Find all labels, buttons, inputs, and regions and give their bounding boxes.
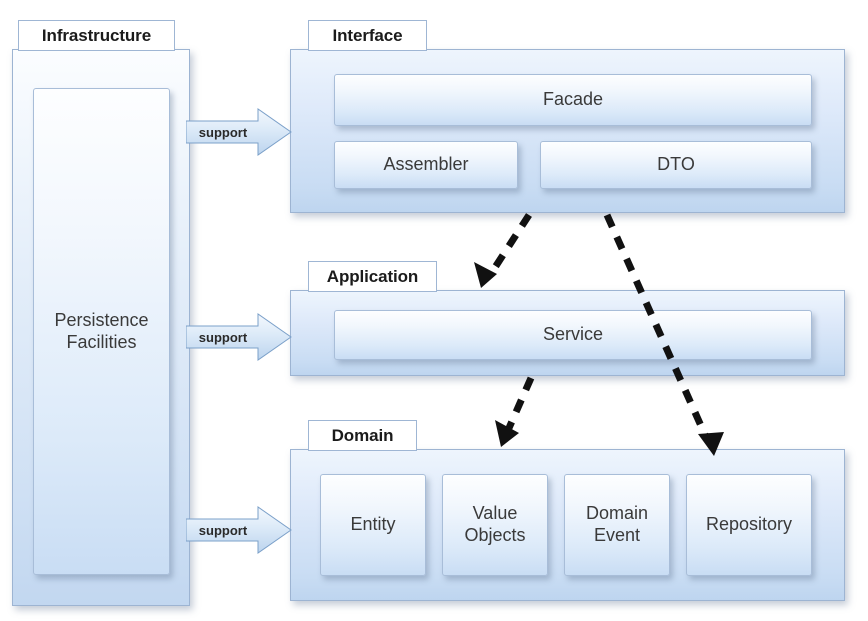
layer-tab-infrastructure[interactable]: Infrastructure <box>18 20 175 51</box>
component-dto[interactable]: DTO <box>540 141 812 189</box>
layer-tab-application[interactable]: Application <box>308 261 437 292</box>
component-value-objects-line-1: Value <box>472 503 518 524</box>
component-facade-label: Facade <box>542 89 604 110</box>
component-value-objects-line-2: Objects <box>464 525 526 545</box>
component-value-objects[interactable]: Value Objects <box>442 474 548 576</box>
support-arrow-application-icon <box>185 313 292 361</box>
component-dto-label: DTO <box>657 154 695 175</box>
component-persistence-facilities[interactable]: Persistence Facilities <box>33 88 170 575</box>
component-domain-event-line-2: Event <box>593 525 641 545</box>
component-service-label: Service <box>542 324 604 345</box>
support-arrow-domain[interactable]: support <box>185 506 292 554</box>
support-arrow-application[interactable]: support <box>185 313 292 361</box>
component-entity-label: Entity <box>350 514 396 535</box>
dep-arrow-application-domain <box>495 376 535 447</box>
component-assembler[interactable]: Assembler <box>334 141 518 189</box>
component-facade[interactable]: Facade <box>334 74 812 126</box>
dep-arrow-interface-application <box>474 213 532 288</box>
layer-tab-domain[interactable]: Domain <box>308 420 417 451</box>
component-persistence-facilities-line-2: Facilities <box>66 331 137 352</box>
layer-tab-interface-label: Interface <box>332 26 403 45</box>
component-assembler-label: Assembler <box>383 154 469 175</box>
component-repository[interactable]: Repository <box>686 474 812 576</box>
support-arrow-interface-icon <box>185 108 292 156</box>
component-domain-event[interactable]: Domain Event <box>564 474 670 576</box>
component-entity[interactable]: Entity <box>320 474 426 576</box>
layer-tab-infrastructure-label: Infrastructure <box>41 26 152 45</box>
component-domain-event-line-1: Domain <box>585 503 649 524</box>
support-arrow-interface[interactable]: support <box>185 108 292 156</box>
component-repository-label: Repository <box>705 514 793 535</box>
layer-tab-domain-label: Domain <box>331 426 394 445</box>
support-arrow-domain-icon <box>185 506 292 554</box>
component-persistence-facilities-line-1: Persistence <box>54 309 149 330</box>
layer-tab-application-label: Application <box>326 267 419 286</box>
layer-tab-interface[interactable]: Interface <box>308 20 427 51</box>
component-service[interactable]: Service <box>334 310 812 360</box>
